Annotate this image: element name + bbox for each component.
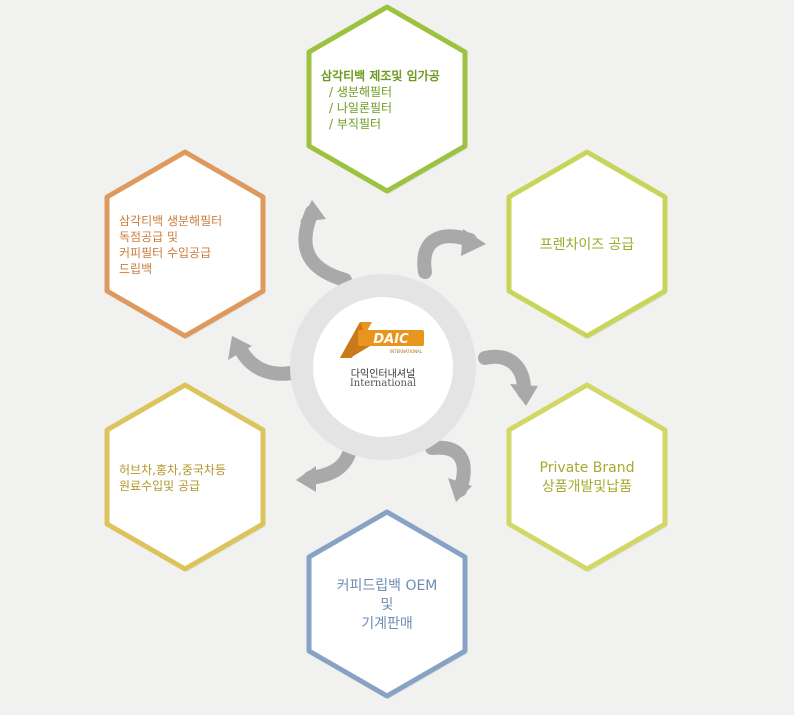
hex-text-line: 커피드립백 OEM bbox=[336, 577, 438, 594]
arrow-to-right-top-icon bbox=[417, 229, 486, 279]
hex-text-line: 삼각티백 생분해필터 bbox=[119, 214, 223, 228]
hexagon-shape bbox=[506, 382, 668, 572]
hex-text-line: 원료수입및 공급 bbox=[119, 479, 201, 493]
hex-private-brand: Private Brand 상품개발및납품 bbox=[497, 378, 677, 578]
logo-mark-text: DAIC bbox=[373, 332, 409, 347]
hex-manufacturing: 삼각티백 제조및 임가공 / 생분해필터 / 나일론필터 / 부직필터 bbox=[297, 0, 477, 200]
arrow-to-right-bottom-icon bbox=[478, 349, 538, 406]
hex-text-line: 허브차,홍차,중국차등 bbox=[119, 463, 226, 477]
hex-text-line: / 부직필터 bbox=[329, 117, 382, 131]
hex-text-block: 프렌차이즈 공급 bbox=[521, 145, 653, 345]
hex-text-line: / 나일론필터 bbox=[329, 101, 393, 115]
hex-text-line: 기계판매 bbox=[361, 615, 413, 632]
hexagon-shape bbox=[104, 382, 266, 572]
arrow-to-left-top-icon bbox=[228, 336, 303, 381]
company-name-english: International bbox=[349, 378, 417, 389]
center-logo-circle: DAIC INTERNATIONAL 다익인터내셔널 International bbox=[288, 272, 478, 462]
hexagon-shape bbox=[104, 149, 266, 339]
hexagon-shape bbox=[306, 4, 468, 194]
company-logo-icon: DAIC INTERNATIONAL bbox=[340, 322, 424, 358]
hex-text-block: 삼각티백 제조및 임가공 / 생분해필터 / 나일론필터 / 부직필터 bbox=[321, 0, 453, 200]
arrow-to-bottom-icon bbox=[425, 440, 472, 502]
arrow-to-top-icon bbox=[298, 200, 352, 287]
hex-text-line: Private Brand bbox=[539, 460, 635, 476]
hex-franchise: 프렌차이즈 공급 bbox=[497, 145, 677, 345]
hexagon-shape bbox=[306, 509, 468, 699]
hex-text-line: 독점공급 및 bbox=[119, 230, 179, 244]
hex-text-block: Private Brand 상품개발및납품 bbox=[521, 378, 653, 578]
hexagon-shape bbox=[506, 149, 668, 339]
hex-text-line: 및 bbox=[380, 596, 394, 613]
hex-text-line: 삼각티백 제조및 임가공 bbox=[321, 69, 440, 83]
hex-text-line: 드립백 bbox=[119, 262, 153, 276]
logo-sub-text: INTERNATIONAL bbox=[390, 349, 423, 354]
hex-text-line: / 생분해필터 bbox=[329, 85, 393, 99]
center-circle-shape: DAIC INTERNATIONAL bbox=[290, 274, 476, 460]
hex-text-line: 커피필터 수입공급 bbox=[119, 246, 212, 260]
company-name-korean: 다익인터내셔널 bbox=[350, 369, 416, 380]
hex-text-line: 상품개발및납품 bbox=[541, 479, 633, 495]
hex-text-line: 프렌차이즈 공급 bbox=[539, 236, 635, 253]
